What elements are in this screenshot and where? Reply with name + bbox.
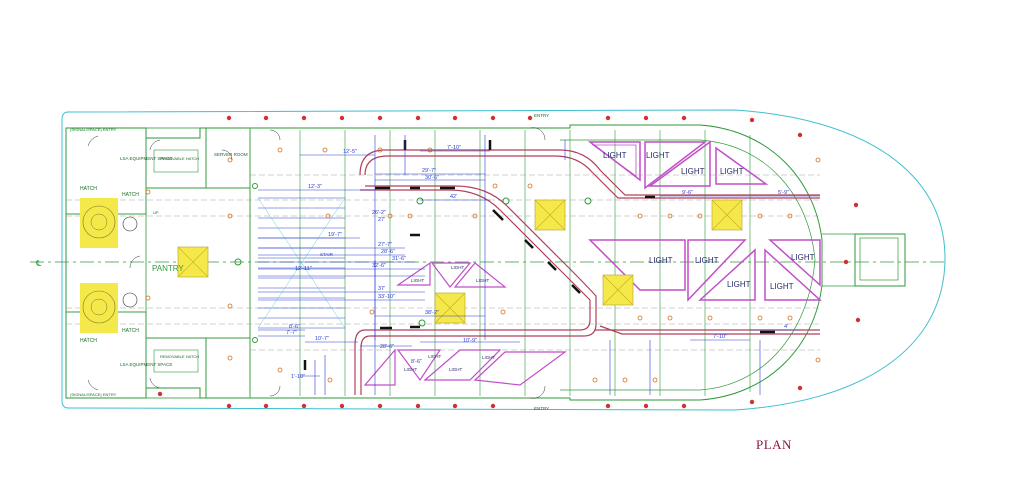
light-label-c2: LIGHT [451, 265, 465, 270]
dim-d9: 19'-7" [328, 232, 342, 238]
server-room-label: SERVER ROOM [214, 152, 248, 157]
light-fixtures-mid-right [588, 239, 822, 302]
dim-d11: 28'-6" [381, 249, 395, 255]
dim-d19: 5'-9" [778, 190, 789, 196]
dim-d1: 12'-5" [343, 149, 357, 155]
door-arcs [87, 127, 546, 399]
light-label-ur1: LIGHT [603, 151, 627, 160]
dim-d6: 42' [450, 194, 457, 200]
pantry-label: PANTRY [152, 264, 184, 273]
dim-d4: 7'-10" [447, 145, 461, 151]
dim-d25: 7'-10" [713, 334, 727, 340]
light-fixtures-center [396, 261, 507, 288]
light-label-l4: LIGHT [482, 355, 496, 360]
nodes [234, 183, 592, 343]
dim-d24: 10'-9" [463, 338, 477, 344]
bow-box-inner [859, 237, 899, 281]
stair-label: STAIR [320, 252, 334, 257]
light-label-l3: LIGHT [449, 367, 463, 372]
space-entry-top-label: (SIGNAL/SPACE) ENTRY [70, 127, 117, 132]
light-fixtures-upper-right [587, 140, 769, 190]
light-label-mr1: LIGHT [649, 256, 673, 265]
removable-hatch-bottom-label: REMOVABLE HATCH [160, 354, 199, 359]
dim-d10: 27'-7" [378, 242, 392, 248]
light-label-c1: LIGHT [411, 278, 425, 283]
dim-d5: 12'-3" [308, 184, 322, 190]
light-label-ur3: LIGHT [681, 167, 705, 176]
dim-d17: 38'-2" [425, 310, 439, 316]
dim-d12: 31'-6" [392, 256, 406, 262]
up-label: UP [153, 210, 159, 215]
hatch-label-4: HATCH [80, 338, 97, 344]
dim-d8: 27' [378, 217, 385, 223]
dim-d27: 1'-10" [291, 374, 305, 380]
light-label-l1: LIGHT [404, 367, 418, 372]
hatch-label-2: HATCH [122, 192, 139, 198]
removable-hatch-boxes [153, 149, 199, 373]
orange-dots [145, 147, 821, 383]
dim-d3: 30'-6" [425, 175, 439, 181]
dim-d2: 29'-7" [422, 168, 436, 174]
light-label-c3: LIGHT [476, 278, 490, 283]
light-label-mr2: LIGHT [695, 256, 719, 265]
dim-d18: 9'-6" [682, 190, 693, 196]
aft-compartments [65, 127, 251, 399]
red-dots [157, 115, 861, 409]
dim-d22: 10'-7" [315, 336, 329, 342]
deck-outline [65, 124, 823, 401]
frame-lines [249, 130, 751, 396]
light-label-mr4: LIGHT [770, 282, 794, 291]
lsa-lower-label: LSA EQUIPMENT SPACE [120, 362, 172, 367]
entry-bottom-label: ENTRY [534, 406, 549, 411]
centerline-mark: ℄ [35, 259, 42, 268]
removable-hatch-top-label: REMOVABLE HATCH [160, 156, 199, 161]
dim-d28: 8'-6" [411, 359, 422, 365]
lsa-upper-label: LSA EQUIPMENT SPACE [120, 156, 172, 161]
dim-d7: 26'-2" [372, 210, 386, 216]
entry-top-label: ENTRY [534, 113, 549, 118]
light-label-l2: LIGHT [428, 354, 442, 359]
dim-d13: 32'-6" [372, 263, 386, 269]
light-label-mr3: LIGHT [727, 280, 751, 289]
dim-d20: 8'-6" [289, 324, 300, 330]
light-label-ur2: LIGHT [646, 151, 670, 160]
stair-diagonals [257, 197, 346, 329]
bow-box [854, 233, 906, 287]
hatch-label-3: HATCH [122, 328, 139, 334]
dim-d14: 12'-11" [295, 266, 312, 272]
dimension-lines [258, 135, 820, 395]
bow-inner [560, 139, 816, 391]
dim-d26: 4' [784, 324, 788, 330]
dim-d23: 28'-6" [380, 344, 394, 350]
dim-d16: 33'-10" [378, 294, 395, 300]
hatch-label-1: HATCH [80, 186, 97, 192]
hull-outline [61, 109, 946, 411]
light-label-ur4: LIGHT [720, 167, 744, 176]
dim-d15: 37' [378, 286, 385, 292]
lamps [177, 199, 743, 324]
space-entry-bottom-label: (SIGNAL/SPACE) ENTRY [70, 392, 117, 397]
hatch-circles [80, 198, 138, 333]
dim-d21: 7'-7" [286, 330, 297, 336]
light-fixtures-lower [363, 348, 567, 386]
plan-title: PLAN [756, 437, 792, 452]
light-label-mr5: LIGHT [791, 253, 815, 262]
